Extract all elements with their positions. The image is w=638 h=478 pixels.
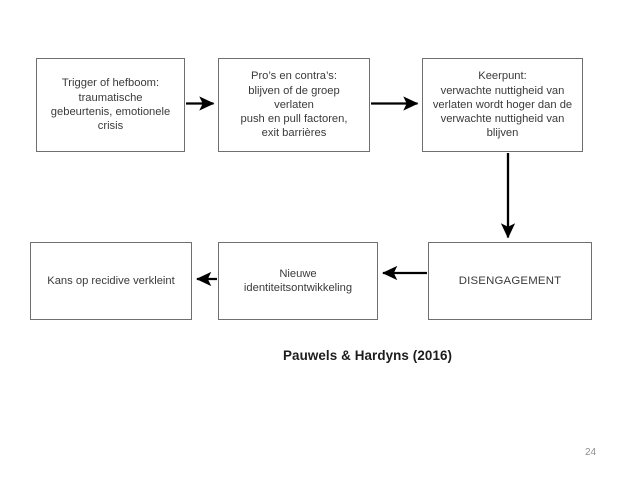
flow-box-recidive: Kans op recidive verkleint (30, 242, 192, 320)
flow-box-disengagement: DISENGAGEMENT (428, 242, 592, 320)
flow-box-pros-cons: Pro’s en contra’s: blijven of de groep v… (218, 58, 370, 152)
flow-box-recidive-text: Kans op recidive verkleint (47, 274, 175, 287)
flow-box-keerpunt: Keerpunt: verwachte nuttigheid van verla… (422, 58, 583, 152)
flow-box-trigger: Trigger of hefboom: traumatische gebeurt… (36, 58, 185, 152)
flow-box-disengagement-text: DISENGAGEMENT (458, 274, 562, 287)
flow-box-nieuwe-identiteit: Nieuwe identiteitsontwikkeling (218, 242, 378, 320)
flow-box-trigger-text: Trigger of hefboom: traumatische gebeurt… (50, 77, 171, 133)
flow-box-keerpunt-text: Keerpunt: verwachte nuttigheid van verla… (432, 70, 573, 140)
citation-text: Pauwels & Hardyns (2016) (283, 348, 453, 363)
page-number: 24 (585, 447, 597, 458)
flow-box-nieuwe-identiteit-text: Nieuwe identiteitsontwikkeling (243, 267, 353, 294)
flow-box-pros-cons-text: Pro’s en contra’s: blijven of de groep v… (240, 70, 348, 140)
